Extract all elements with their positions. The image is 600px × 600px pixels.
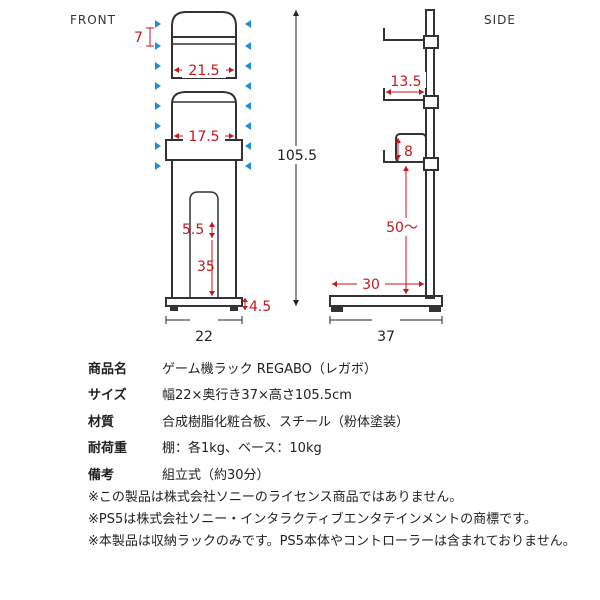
dim-total-height: 105.5 xyxy=(275,10,319,306)
dim-total-width: 22 xyxy=(165,312,243,345)
dim-clearance-text: 50〜 xyxy=(386,220,418,236)
dim-slot-top-text: 5.5 xyxy=(182,222,204,238)
dim-clearance: 50〜 xyxy=(382,166,422,294)
dim-total-height-text: 105.5 xyxy=(277,148,317,164)
spec-row-size: サイズ 幅22×奥行き37×高さ105.5cm xyxy=(88,381,588,408)
dim-shelf-gap: 7 xyxy=(134,27,154,47)
dim-base-depth: 30 xyxy=(332,276,424,293)
spec-value: 幅22×奥行き37×高さ105.5cm xyxy=(162,388,352,404)
spec-label: 耐荷重 xyxy=(88,441,128,457)
dim-hook-depth-text: 13.5 xyxy=(390,74,421,90)
dim-base-height: 4.5 xyxy=(242,298,271,315)
spec-row-load: 耐荷重 棚：各1kg、ベース：10kg xyxy=(88,434,588,461)
side-view-label: SIDE xyxy=(484,13,516,27)
dim-hook-height-text: 8 xyxy=(404,144,413,160)
spec-label: 商品名 xyxy=(88,361,128,377)
dim-base-height-text: 4.5 xyxy=(249,299,271,315)
spec-label: サイズ xyxy=(88,388,127,404)
dim-base-shelf-width: 17.5 xyxy=(174,128,234,145)
spec-value: ゲーム機ラック REGABO（レガボ） xyxy=(162,361,377,377)
spec-value: 組立式（約30分） xyxy=(162,467,270,483)
dim-slot-height-text: 35 xyxy=(197,259,215,275)
spec-row-remarks: 備考 組立式（約30分） xyxy=(88,460,588,487)
front-blue-arrows xyxy=(155,20,251,170)
dim-total-width-text: 22 xyxy=(195,329,213,345)
dim-shelf-width: 21.5 xyxy=(174,62,234,79)
front-view-label: FRONT xyxy=(70,13,116,27)
dim-base-shelf-width-text: 17.5 xyxy=(188,129,219,145)
dim-hook-depth: 13.5 xyxy=(386,72,426,95)
spec-value: 棚：各1kg、ベース：10kg xyxy=(162,441,322,457)
spec-row-material: 材質 合成樹脂化粧合板、スチール（粉体塗装） xyxy=(88,407,588,434)
notes: ※この製品は株式会社ソニーのライセンス商品ではありません。 ※PS5は株式会社ソ… xyxy=(88,487,588,553)
product-dimension-diagram: FRONT SIDE 7 xyxy=(70,9,516,345)
dim-total-depth: 37 xyxy=(329,312,443,345)
note-trademark: ※PS5は株式会社ソニー・インタラクティブエンタテインメントの商標です。 xyxy=(88,512,537,527)
note-contents: ※本製品は収納ラックのみです。PS5本体やコントローラーは含まれておりません。 xyxy=(88,534,576,549)
dim-shelf-width-text: 21.5 xyxy=(188,63,219,79)
spec-row-product-name: 商品名 ゲーム機ラック REGABO（レガボ） xyxy=(88,354,588,381)
dim-total-depth-text: 37 xyxy=(377,329,395,345)
note-license: ※この製品は株式会社ソニーのライセンス商品ではありません。 xyxy=(88,490,463,505)
spec-value: 合成樹脂化粧合板、スチール（粉体塗装） xyxy=(162,414,410,430)
dim-shelf-gap-text: 7 xyxy=(134,30,143,46)
spec-table: 商品名 ゲーム機ラック REGABO（レガボ） サイズ 幅22×奥行き37×高さ… xyxy=(88,354,588,487)
spec-label: 備考 xyxy=(88,467,115,483)
dim-base-depth-text: 30 xyxy=(362,277,380,293)
dim-hook-height: 8 xyxy=(395,138,413,160)
dim-slot: 5.5 35 xyxy=(182,222,215,296)
front-view xyxy=(165,11,243,311)
side-view xyxy=(329,9,443,312)
spec-label: 材質 xyxy=(88,414,115,430)
